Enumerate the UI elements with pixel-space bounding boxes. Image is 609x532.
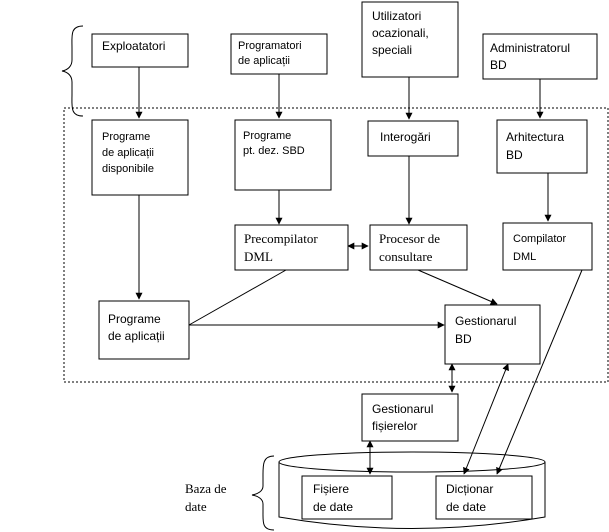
programe-disponibile-label: Programe de aplicații disponibile — [102, 131, 157, 175]
dictionar-line-1: Dicționar — [446, 482, 493, 496]
gestionarul-fisierelor-label: Gestionarul fișierelor — [372, 402, 437, 433]
precompilator-line-2: DML — [244, 249, 273, 264]
programe-disponibile-line-1: Programe — [102, 131, 150, 143]
programe-aplicatii-line-1: Programe — [108, 312, 161, 326]
programe-disponibile-line-3: disponibile — [102, 163, 154, 175]
compilator-line-2: DML — [513, 251, 536, 263]
programatori-line-1: Programatori — [238, 40, 302, 52]
users-group-brace — [61, 25, 84, 117]
gestionarul-fisierelor-line-2: fișierelor — [372, 419, 417, 433]
compilator-label: Compilator DML — [513, 233, 569, 263]
arhitectura-line-2: BD — [506, 148, 523, 162]
administratorul-line-1: Administratorul — [490, 41, 570, 55]
baza-de-date-line-2: date — [185, 499, 207, 514]
exploatatori-line-1: Exploatatori — [102, 39, 165, 53]
dbms-boundary — [63, 107, 609, 383]
programe-aplicatii-line-2: de aplicații — [108, 329, 165, 343]
compilator-line-1: Compilator — [513, 233, 567, 245]
baza-de-date-label: Baza de date — [185, 481, 230, 514]
procesor-line-1: Procesor de — [379, 231, 440, 246]
programe-dez-box: Programe pt. dez. SBD — [234, 119, 332, 191]
edge-procesor-to-gestionarul-bd — [417, 269, 498, 305]
interogari-label: Interogări — [380, 130, 431, 144]
exploatatori-label: Exploatatori — [102, 39, 165, 53]
administratorul-label: Administratorul BD — [490, 41, 573, 72]
gestionarul-bd-label: Gestionarul BD — [455, 314, 520, 346]
exploatatori-box: Exploatatori — [91, 33, 189, 68]
procesor-line-2: consultare — [379, 249, 433, 264]
utilizatori-label: Utilizatori ocazionali, speciali — [372, 9, 432, 57]
programatori-box: Programatori de aplicații — [230, 33, 328, 75]
programe-aplicatii-box: Programe de aplicații — [98, 300, 190, 360]
administratorul-box: Administratorul BD — [482, 33, 598, 80]
edge-gestionarul-bd-dictionar — [463, 363, 509, 475]
programe-disponibile-line-2: de aplicații — [102, 147, 154, 159]
gestionarul-bd-box: Gestionarul BD — [444, 304, 541, 365]
fisiere-line-1: Fișiere — [313, 482, 349, 496]
gestionarul-bd-line-2: BD — [455, 332, 472, 346]
edge-compilator-to-dictionar — [496, 269, 583, 475]
gestionarul-bd-line-1: Gestionarul — [455, 314, 516, 328]
programe-dez-label: Programe pt. dez. SBD — [243, 130, 305, 157]
compilator-box: Compilator DML — [502, 222, 593, 271]
interogari-line-1: Interogări — [380, 130, 431, 144]
gestionarul-fisierelor-box: Gestionarul fișierelor — [361, 393, 459, 442]
interogari-box: Interogări — [367, 120, 459, 157]
utilizatori-line-3: speciali — [372, 43, 412, 57]
fisiere-de-date-box: Fișiere de date — [301, 475, 393, 520]
arhitectura-line-1: Arhitectura — [506, 130, 564, 144]
dictionar-line-2: de date — [446, 500, 486, 514]
programatori-line-2: de aplicații — [238, 55, 290, 67]
programatori-label: Programatori de aplicații — [238, 40, 305, 67]
fisiere-line-2: de date — [313, 500, 353, 514]
precompilator-box: Precompilator DML — [234, 224, 349, 271]
fisiere-label: Fișiere de date — [313, 482, 353, 514]
utilizatori-line-1: Utilizatori — [372, 9, 421, 23]
precompilator-label: Precompilator DML — [244, 231, 321, 264]
baza-de-date-line-1: Baza de — [185, 481, 227, 496]
arhitectura-label: Arhitectura BD — [506, 130, 567, 162]
utilizatori-box: Utilizatori ocazionali, speciali — [361, 1, 459, 78]
gestionarul-fisierelor-line-1: Gestionarul — [372, 402, 433, 416]
programe-aplicatii-label: Programe de aplicații — [108, 312, 165, 343]
dictionar-label: Dicționar de date — [446, 482, 497, 514]
arhitectura-box: Arhitectura BD — [496, 119, 588, 174]
precompilator-line-1: Precompilator — [244, 231, 318, 246]
procesor-label: Procesor de consultare — [379, 231, 443, 264]
edge-precompilator-to-programe-aplicatii — [188, 269, 287, 326]
dictionar-de-date-box: Dicționar de date — [435, 475, 533, 520]
utilizatori-line-2: ocazionali, — [372, 26, 429, 40]
programe-dez-line-1: Programe — [243, 130, 291, 142]
programe-dez-line-2: pt. dez. SBD — [243, 145, 305, 157]
programe-disponibile-box: Programe de aplicații disponibile — [91, 119, 189, 196]
administratorul-line-2: BD — [490, 58, 507, 72]
procesor-box: Procesor de consultare — [369, 224, 468, 271]
database-group-brace — [251, 455, 275, 531]
